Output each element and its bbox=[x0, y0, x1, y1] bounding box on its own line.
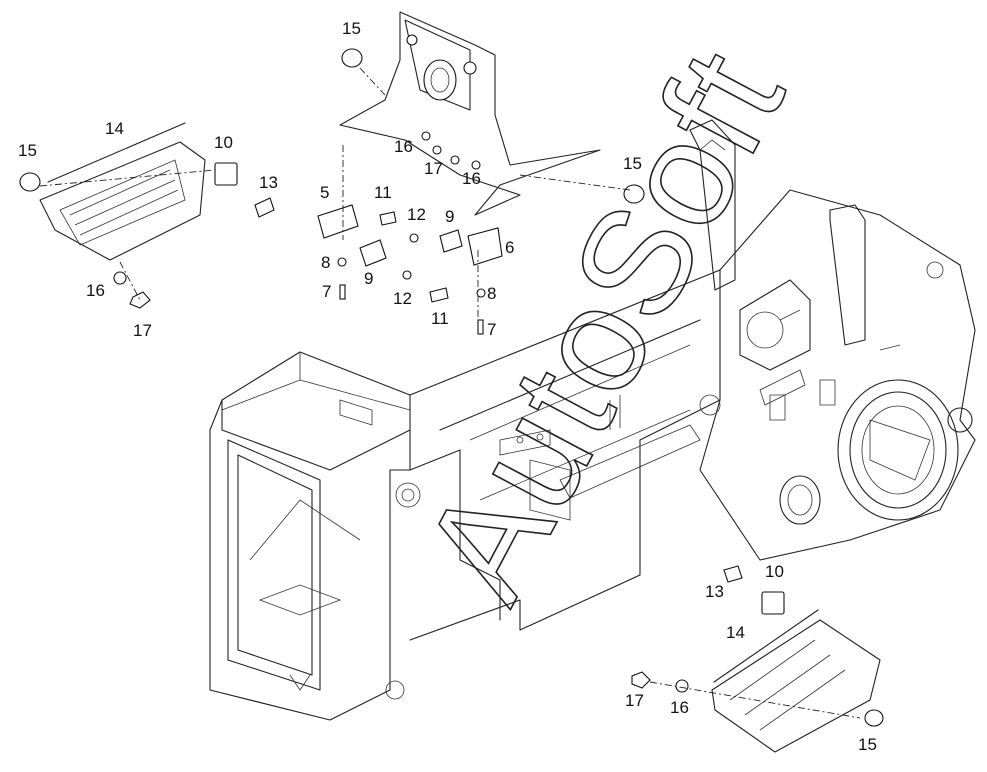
callout-17-right: 17 bbox=[625, 691, 644, 710]
callout-16-mid: 16 bbox=[462, 169, 481, 188]
callout-11-a: 11 bbox=[374, 183, 392, 202]
callout-9-b: 9 bbox=[364, 269, 374, 288]
callout-16-left: 16 bbox=[86, 281, 105, 300]
callout-7-b: 7 bbox=[487, 320, 497, 339]
callout-16-top: 16 bbox=[394, 137, 413, 156]
callout-15-right: 15 bbox=[623, 154, 642, 173]
left-panel bbox=[19, 122, 275, 309]
callout-14-left: 14 bbox=[105, 119, 124, 138]
callout-7-a: 7 bbox=[322, 282, 332, 301]
callout-5: 5 bbox=[320, 183, 330, 202]
callout-17-top: 17 bbox=[424, 159, 443, 178]
callout-9-a: 9 bbox=[445, 207, 455, 226]
callout-13-left: 13 bbox=[259, 173, 278, 192]
callout-15-left: 15 bbox=[18, 141, 37, 160]
callout-15-top: 15 bbox=[342, 19, 361, 38]
hardware-set bbox=[317, 48, 645, 335]
top-bracket bbox=[339, 11, 601, 216]
callout-17-left: 17 bbox=[133, 321, 152, 340]
callout-6: 6 bbox=[505, 238, 515, 257]
callout-11-b: 11 bbox=[431, 309, 449, 328]
bottom-right-panel bbox=[631, 565, 884, 753]
callout-16-right: 16 bbox=[670, 698, 689, 717]
callout-15-bottom: 15 bbox=[858, 735, 877, 754]
callout-12-a: 12 bbox=[407, 205, 426, 224]
callout-14-right: 14 bbox=[726, 623, 745, 642]
main-frame bbox=[209, 119, 976, 721]
callout-8-b: 8 bbox=[487, 284, 497, 303]
callout-10-left: 10 bbox=[214, 133, 233, 152]
callout-8-a: 8 bbox=[321, 253, 331, 272]
callout-12-b: 12 bbox=[393, 289, 412, 308]
callout-10-right: 10 bbox=[765, 562, 784, 581]
watermark-text: AutoSoft bbox=[390, 24, 816, 625]
callout-13-right: 13 bbox=[705, 582, 724, 601]
